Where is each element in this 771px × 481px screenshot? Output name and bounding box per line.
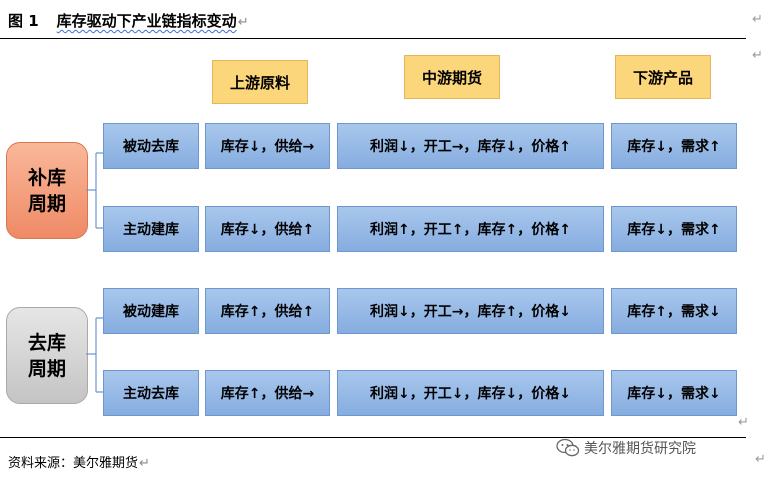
margin-mark: ↵ [755,452,766,467]
paragraph-mark: ↵ [237,15,249,30]
phase-active-restock: 主动建库 [103,206,199,252]
upstream-cell: 库存↓，供给→ [205,123,330,169]
destock-cycle-line1: 去库 [27,331,66,354]
figure-title-text: 库存驱动下产业链指标变动 [56,12,237,30]
watermark: 美尔雅期货研究院 [556,438,696,458]
midstream-cell: 利润↑，开工↑，库存↑，价格↑ [337,206,604,252]
header-downstream: 下游产品 [615,55,711,99]
restock-cycle-line1: 补库 [27,166,66,189]
destock-bracket [86,317,103,393]
upstream-cell: 库存↑，供给↑ [205,288,330,334]
source-note: 资料来源：美尔雅期货↵ [8,452,150,471]
margin-mark: ↵ [738,415,749,430]
watermark-text: 美尔雅期货研究院 [584,441,696,457]
downstream-cell: 库存↑，需求↓ [611,288,737,334]
phase-passive-destock: 被动去库 [103,123,199,169]
midstream-cell: 利润↓，开工→，库存↑，价格↓ [337,288,604,334]
upstream-cell: 库存↓，供给↑ [205,206,330,252]
top-rule [0,38,746,39]
upstream-cell: 库存↑，供给→ [205,370,330,416]
margin-mark: ↵ [752,48,763,63]
restock-bracket [86,152,103,229]
header-midstream: 中游期货 [404,55,500,99]
destock-cycle-box: 去库周期 [6,307,88,404]
phase-active-destock: 主动去库 [103,370,199,416]
midstream-cell: 利润↓，开工→，库存↓，价格↑ [337,123,604,169]
margin-mark: ↵ [752,12,763,27]
source-text: 资料来源：美尔雅期货 [8,456,139,471]
downstream-cell: 库存↓，需求↓ [611,370,737,416]
restock-cycle-line2: 周期 [27,192,66,215]
downstream-cell: 库存↓，需求↑ [611,123,737,169]
restock-cycle-box: 补库周期 [6,142,88,239]
destock-cycle-line2: 周期 [27,357,66,380]
bottom-rule [0,437,746,438]
figure-number: 图 1 [8,12,39,30]
phase-passive-restock: 被动建库 [103,288,199,334]
header-upstream: 上游原料 [212,60,308,104]
paragraph-mark: ↵ [139,456,150,471]
figure-title: 图 1 库存驱动下产业链指标变动↵ [8,10,249,31]
downstream-cell: 库存↓，需求↑ [611,206,737,252]
midstream-cell: 利润↓，开工↓，库存↓，价格↓ [337,370,604,416]
wechat-icon [556,438,580,457]
